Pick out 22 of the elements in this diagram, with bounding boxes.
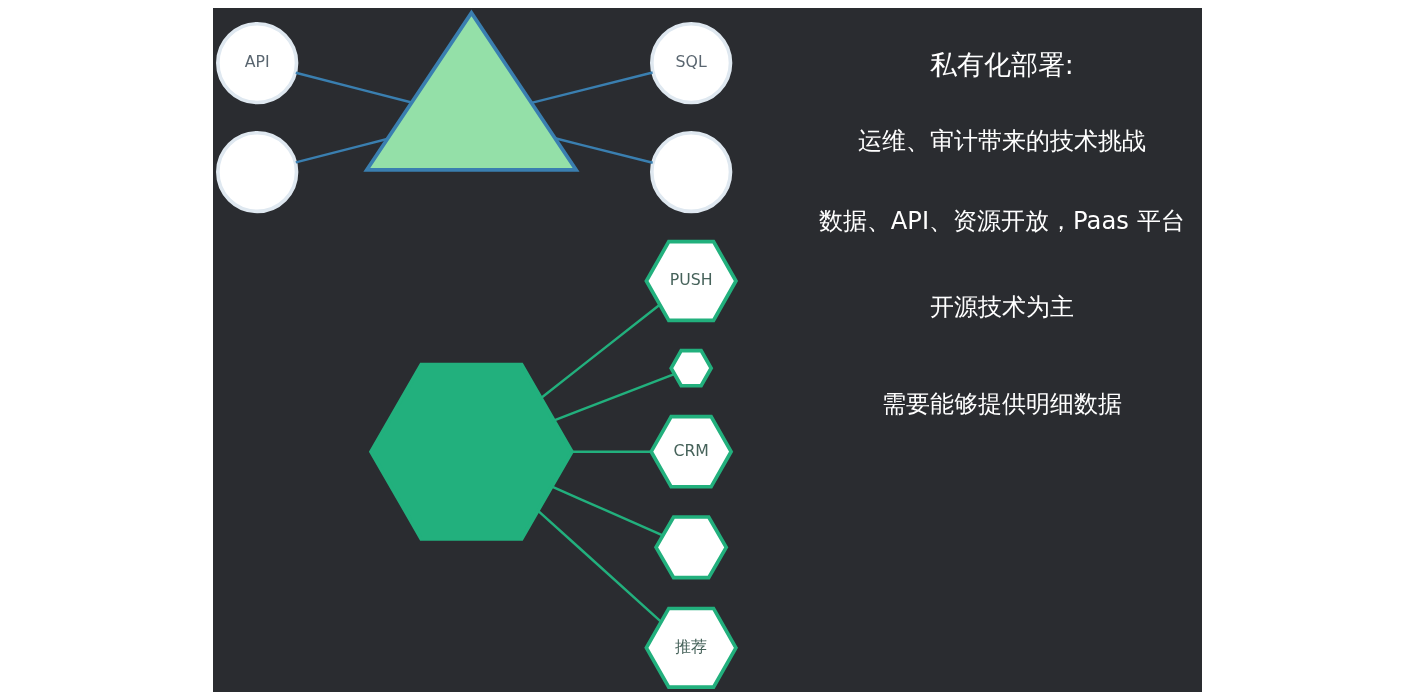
connector xyxy=(295,71,412,104)
node-circle xyxy=(650,130,733,214)
label: 数据、API、资源开放，Paas 平台 xyxy=(818,206,1185,235)
node-hexagon xyxy=(653,515,729,580)
label: 需要能够提供明细数据 xyxy=(881,389,1122,418)
connector xyxy=(572,450,651,453)
node-hexagon xyxy=(368,362,574,541)
node-triangle xyxy=(363,9,580,172)
node-circle: SQL xyxy=(650,21,733,105)
connector xyxy=(531,71,653,104)
connector xyxy=(554,137,653,164)
label: 运维、审计带来的技术挑战 xyxy=(857,127,1146,156)
node-circle: API xyxy=(216,21,299,105)
label: 私有化部署: xyxy=(929,48,1074,80)
connector xyxy=(295,137,388,164)
node-circle xyxy=(216,130,299,214)
connector xyxy=(537,510,662,623)
label: 开源技术为主 xyxy=(929,292,1074,321)
connector xyxy=(540,303,661,399)
connector xyxy=(553,373,675,422)
connector xyxy=(551,485,664,537)
node-hexagon xyxy=(669,348,714,388)
